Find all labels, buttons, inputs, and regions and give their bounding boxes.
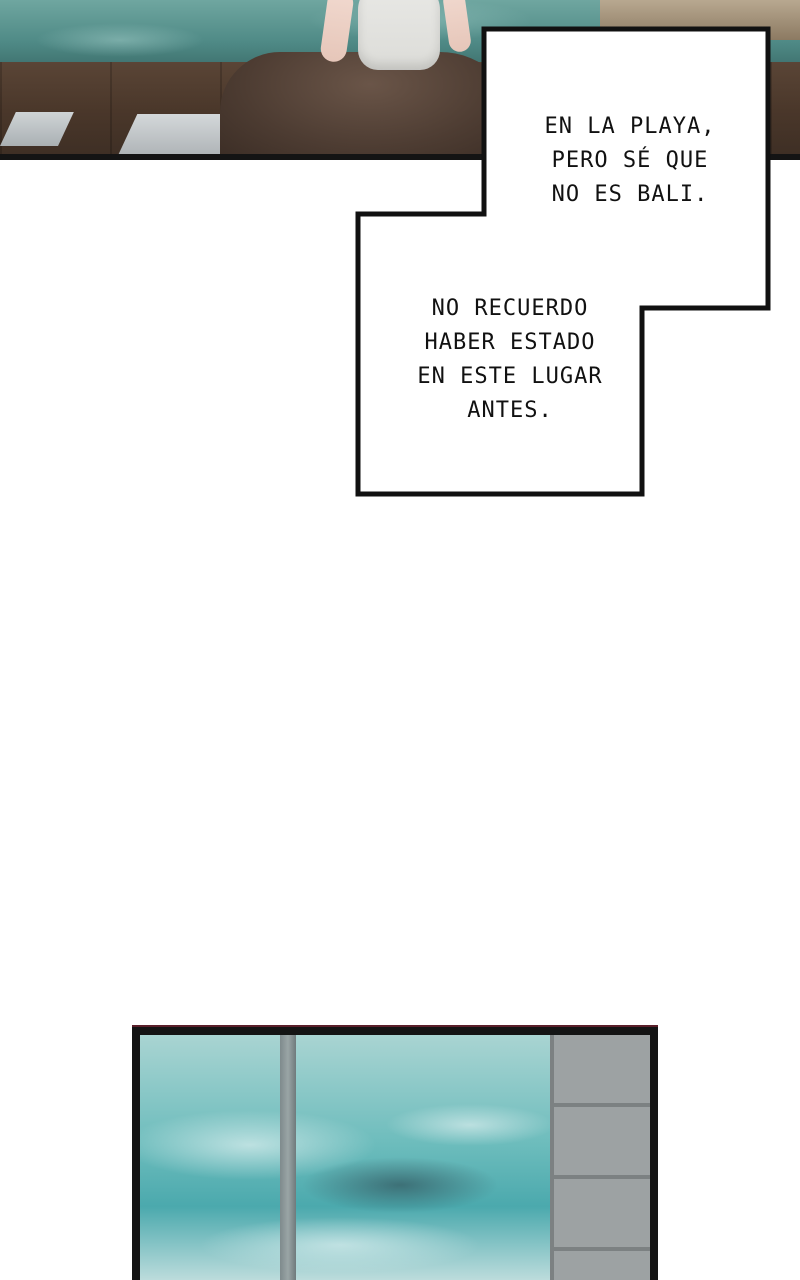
tiled-wall xyxy=(550,1035,650,1280)
speech-bubble-text-upper: EN LA PLAYA, PERO SÉ QUE NO ES BALI. xyxy=(520,110,740,212)
speech-line: ANTES. xyxy=(467,398,553,423)
bottom-panel xyxy=(132,1027,658,1280)
speech-line: HABER ESTADO xyxy=(424,330,596,355)
speech-line: PERO SÉ QUE xyxy=(551,148,709,173)
window-mullion xyxy=(280,1035,296,1280)
speech-bubble-text-lower: NO RECUERDO HABER ESTADO EN ESTE LUGAR A… xyxy=(390,292,630,428)
window-view xyxy=(140,1035,650,1280)
speech-line: EN ESTE LUGAR xyxy=(417,364,603,389)
speech-line: EN LA PLAYA, xyxy=(544,114,716,139)
top-panel-shelf xyxy=(600,0,800,40)
speech-line: NO RECUERDO xyxy=(431,296,589,321)
seated-figure xyxy=(358,0,440,70)
speech-line: NO ES BALI. xyxy=(551,182,709,207)
